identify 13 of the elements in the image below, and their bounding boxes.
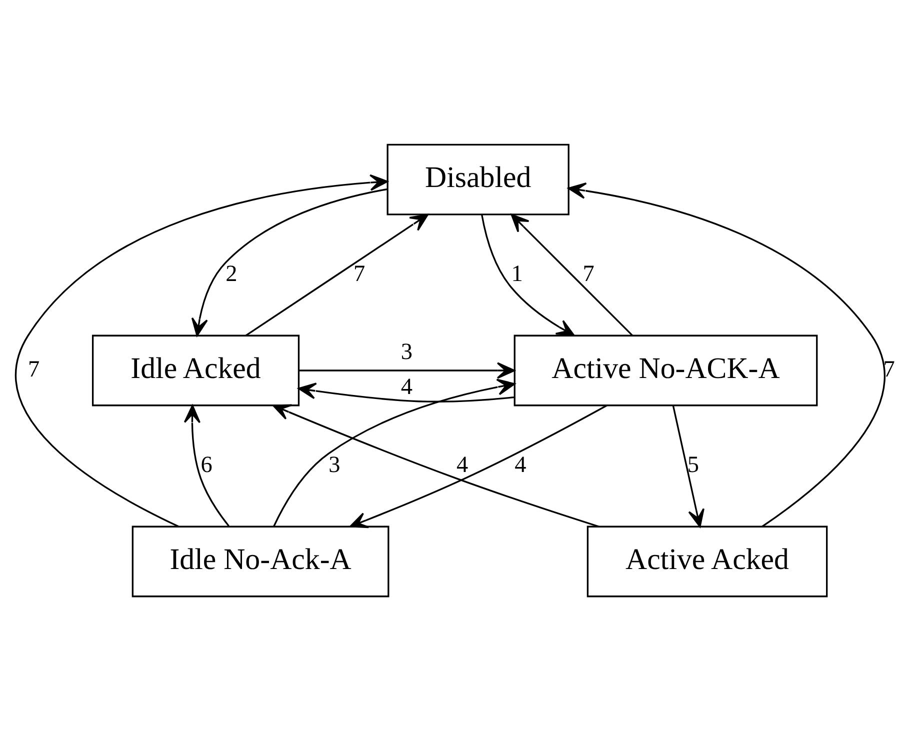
edge-label: 7 — [354, 260, 366, 287]
edge-label: 4 — [400, 374, 412, 400]
edge-label: 1 — [511, 260, 523, 287]
edge-label: 4 — [456, 452, 468, 478]
edge-label: 3 — [400, 338, 412, 365]
edge-label: 7 — [582, 260, 594, 287]
edge-label: 3 — [328, 452, 340, 478]
edge-label: 2 — [226, 260, 238, 287]
edge-label: 7 — [883, 356, 895, 382]
edge-label: 4 — [514, 452, 526, 478]
edge-label: 7 — [28, 356, 40, 382]
edge-label: 5 — [687, 452, 699, 478]
edge-label: 6 — [200, 452, 212, 478]
